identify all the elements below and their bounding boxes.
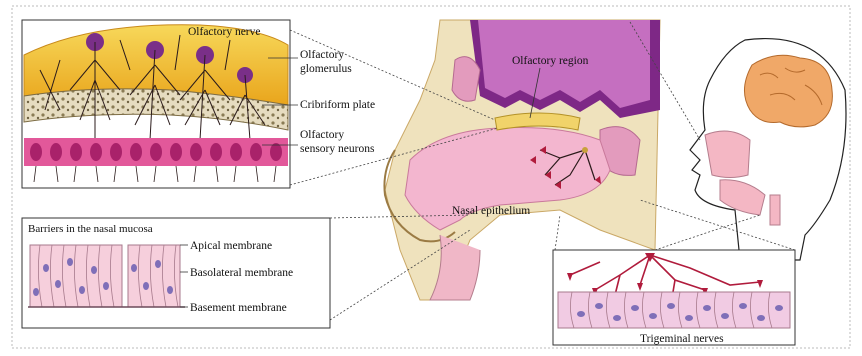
label-trigeminal-nerves: Trigeminal nerves [640,333,724,345]
olfactory-inset [22,20,298,188]
label-apical-membrane: Apical membrane [190,240,272,252]
trigeminal-inset [553,250,795,345]
label-olfactory-sensory-1: Olfactory [300,129,344,141]
label-olfactory-nerve: Olfactory nerve [188,26,260,38]
label-nasal-epithelium: Nasal epithelium [452,205,530,217]
label-barriers-title: Barriers in the nasal mucosa [28,223,153,235]
label-olfactory-sensory-2: sensory neurons [300,143,375,155]
label-olfactory-region: Olfactory region [512,55,589,67]
brain-illustration [744,55,832,127]
head-silhouette [690,39,846,260]
label-olfactory-glomerulus-1: Olfactory [300,49,344,61]
label-basement-membrane: Basement membrane [190,302,287,314]
label-cribriform-plate: Cribriform plate [300,99,375,111]
label-olfactory-glomerulus-2: glomerulus [300,63,352,75]
barrier-cells-left [30,245,122,307]
barrier-cells-right [128,245,180,307]
label-basolateral-membrane: Basolateral membrane [190,267,293,279]
